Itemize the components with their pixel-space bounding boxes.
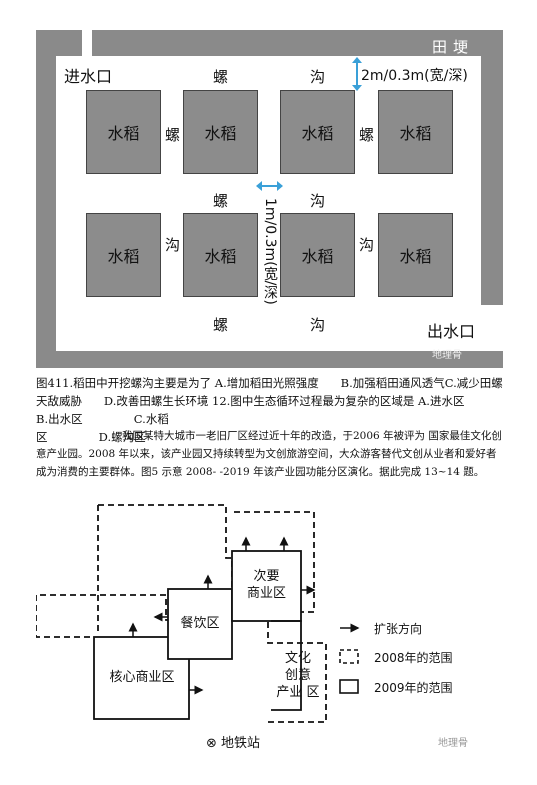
- arrow-head: [352, 85, 362, 91]
- arrow-head: [256, 181, 262, 191]
- ditch-char: 沟: [165, 236, 181, 254]
- ditch-char: 沟: [310, 192, 326, 210]
- park-zones-svg: [36, 504, 360, 723]
- rice-plot: 水稻: [183, 213, 258, 297]
- ditch-char: 螺: [213, 192, 229, 210]
- legend-solid-label: 2009年的范围: [374, 681, 453, 695]
- legend-solid-box: [339, 679, 359, 694]
- rice-plot: 水稻: [280, 213, 355, 297]
- arrow-head: [277, 181, 283, 191]
- legend-arrow-label: 扩张方向: [374, 622, 423, 636]
- ditch-char: 沟: [310, 68, 326, 86]
- ditch-char: 螺: [213, 68, 229, 86]
- rice-plot: 水稻: [378, 90, 453, 174]
- outlet-label: 出水口: [427, 322, 476, 341]
- dim-arrow-inner: [259, 185, 279, 187]
- rice-field-diagram: 田埂 进水口 出水口 水稻 水稻 水稻 水稻 水稻 水稻 水稻 水稻 螺 沟 螺…: [36, 30, 503, 368]
- zone-core-label: 核心商业区: [109, 670, 175, 685]
- ditch-char: 螺: [165, 126, 181, 144]
- ditch-char: 螺: [213, 316, 229, 334]
- range-2008-outline: [267, 612, 327, 723]
- rice-plot: 水稻: [280, 90, 355, 174]
- inlet-gap: [82, 30, 92, 60]
- watermark: 地理骨: [438, 738, 468, 749]
- zone-secondary-box: [231, 550, 302, 622]
- zone-culture-box: [271, 620, 302, 711]
- rice-plot: 水稻: [86, 90, 161, 174]
- legend-dashed-label: 2008年的范围: [374, 651, 453, 665]
- subway-station-label: ⊗ 地铁站: [206, 736, 261, 751]
- arrow-head: [352, 57, 362, 63]
- dim-label-inner: 1m/0.3m(宽/深): [262, 198, 278, 305]
- question-text-1: 图411.稻田中开挖螺沟主要是为了 A.增加稻田光照强度 B.加强稻田通风透气C…: [36, 376, 503, 444]
- zone-secondary-label-1: 次要: [253, 569, 280, 584]
- ditch-char: 螺: [359, 126, 375, 144]
- outlet-gap: [472, 305, 503, 351]
- inlet-label: 进水口: [64, 67, 113, 86]
- rice-plot: 水稻: [183, 90, 258, 174]
- zone-culture-label-3: 产业 区: [276, 685, 320, 700]
- dim-arrow-outer: [356, 60, 358, 86]
- zone-food-label: 餐饮区: [180, 616, 220, 631]
- legend-dashed-box: [339, 649, 359, 664]
- zone-culture-label-2: 创意: [284, 668, 311, 683]
- zone-secondary-label-2: 商业区: [246, 586, 286, 601]
- industrial-park-diagram: 核心商业区 餐饮区 次要 商业区 文化 创意 产业 区 扩张方向 2008年的范…: [36, 500, 506, 760]
- zone-food-box: [167, 588, 233, 660]
- watermark: 地理骨: [432, 350, 462, 361]
- zone-core-box: [93, 636, 190, 720]
- question-text-2: 我国某特大城市一老旧厂区经过近十年的改造，于2006 年被评为 国家最佳文化创意…: [36, 430, 502, 478]
- ditch-char: 沟: [310, 316, 326, 334]
- dim-label-outer: 2m/0.3m(宽/深): [361, 68, 468, 84]
- bank-label: 田埂: [432, 38, 475, 56]
- zone-culture-label-1: 文化: [284, 651, 311, 666]
- ditch-char: 沟: [359, 236, 375, 254]
- rice-plot: 水稻: [378, 213, 453, 297]
- rice-plot: 水稻: [86, 213, 161, 297]
